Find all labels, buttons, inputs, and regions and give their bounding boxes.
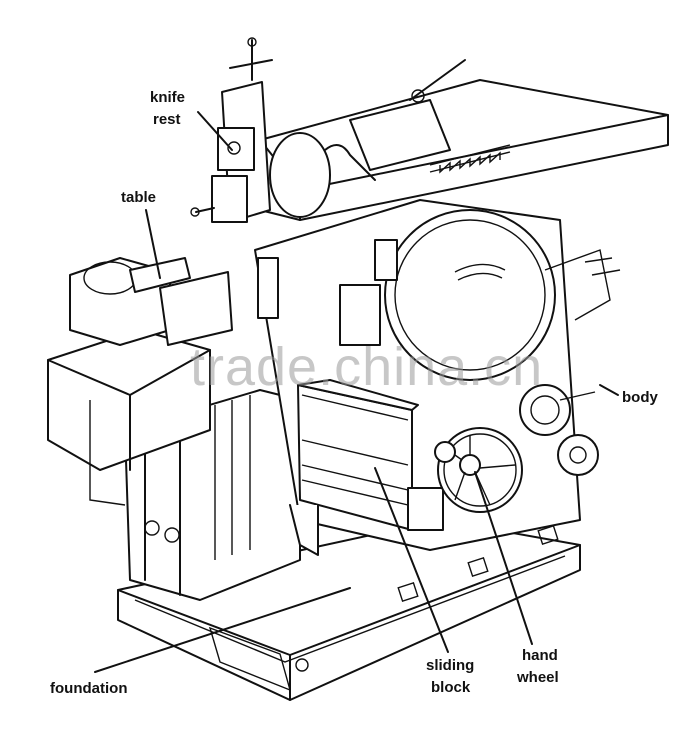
label-hand-wheel-line2: wheel xyxy=(516,669,559,686)
label-sliding-block-line2: block xyxy=(431,679,471,696)
table-leader xyxy=(145,209,161,279)
watermark: trade.china.cn xyxy=(190,337,543,397)
knife-rest-leader xyxy=(197,111,233,151)
sliding-block-drawing xyxy=(289,379,444,556)
table-drawing xyxy=(47,257,233,506)
leader-lines xyxy=(94,111,619,673)
label-table: table xyxy=(121,189,156,206)
knife-rest-drawing xyxy=(190,37,273,223)
label-sliding-block-line1: sliding xyxy=(426,657,474,674)
label-knife-rest-line2: rest xyxy=(153,111,181,128)
sliding-block-leader xyxy=(374,467,449,653)
label-knife-rest-line1: knife xyxy=(150,89,185,106)
foundation-leader xyxy=(94,587,351,673)
hand-wheel-leader xyxy=(474,471,533,645)
body-leader xyxy=(599,384,619,396)
label-foundation: foundation xyxy=(50,680,127,697)
ram-drawing xyxy=(259,59,669,221)
label-body: body xyxy=(622,389,658,406)
hand-wheel-drawing xyxy=(434,427,523,513)
label-hand-wheel-line1: hand xyxy=(522,647,558,664)
